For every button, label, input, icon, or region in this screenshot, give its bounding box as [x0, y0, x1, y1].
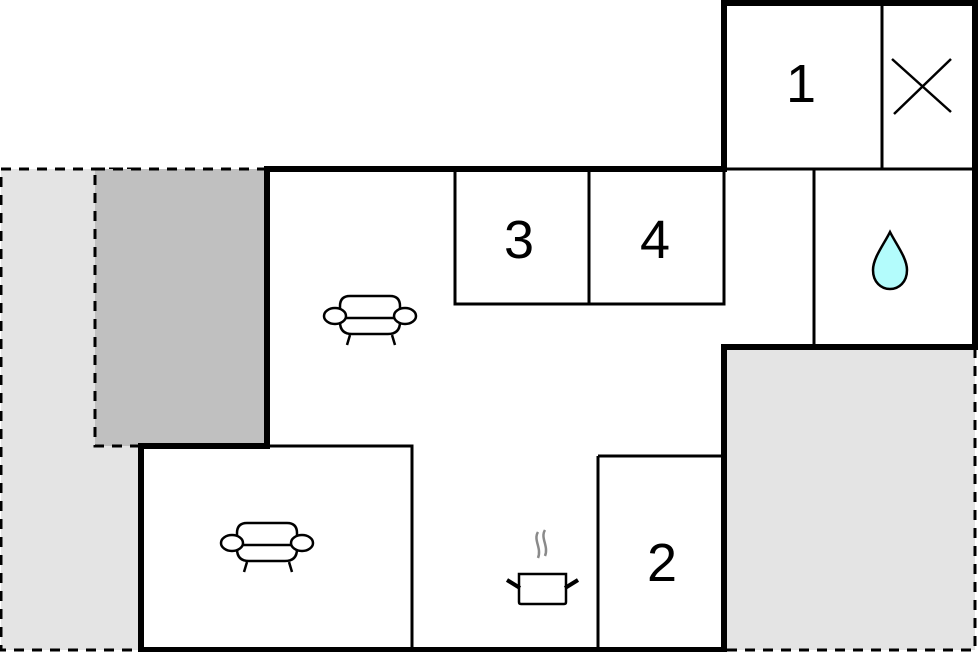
terrace-right — [722, 345, 977, 652]
sofa-icon — [219, 521, 315, 573]
terrace-left-covered — [93, 167, 269, 448]
room-label-2: 2 — [647, 533, 677, 593]
room-label-4: 4 — [640, 210, 670, 270]
room-label-1: 1 — [786, 54, 816, 114]
sofa-icon — [322, 294, 418, 346]
water-drop-icon — [871, 229, 909, 291]
exterior-walls — [138, 0, 978, 652]
cooking-pot-icon — [505, 529, 580, 606]
toilet-x-icon — [891, 58, 952, 115]
room-label-3: 3 — [504, 210, 534, 270]
house-floor — [141, 3, 975, 650]
